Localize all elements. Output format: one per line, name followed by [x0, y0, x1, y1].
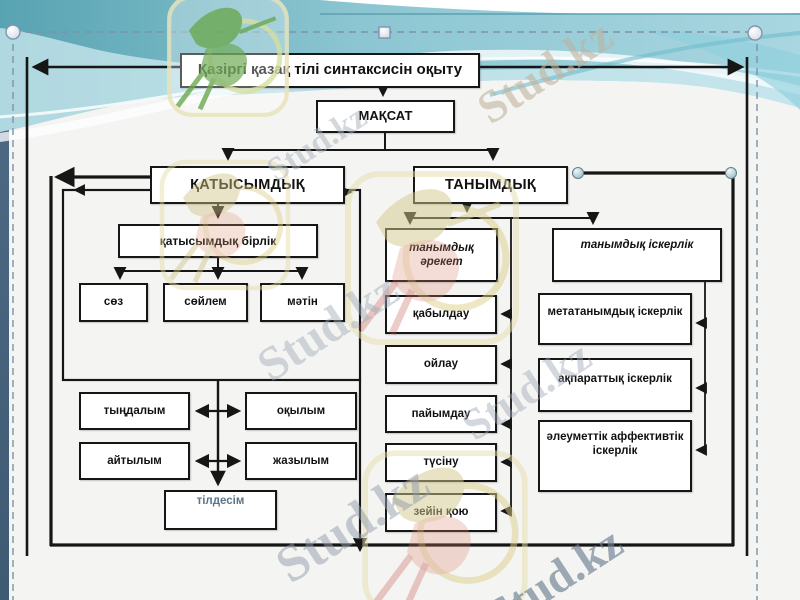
node-qatysymdyq-birlik[interactable]: қатысымдық бірлік	[118, 224, 318, 258]
studkz-watermark: Stud.kz	[478, 516, 632, 600]
node-qabyldau[interactable]: қабылдау	[385, 295, 497, 334]
node-aqparattyq-iskerlik[interactable]: ақпараттық іскерлік	[538, 358, 692, 412]
wave-corner-swoosh	[640, 30, 800, 110]
node-oqylym[interactable]: оқылым	[245, 392, 357, 430]
node-tanymdyq-iskerlik[interactable]: танымдық іскерлік	[552, 228, 722, 282]
connector-ball-left	[572, 167, 584, 179]
node-zhazylym[interactable]: жазылым	[245, 442, 357, 480]
node-title[interactable]: Қазіргі қазақ тілі синтаксисін оқыту	[180, 53, 480, 88]
node-tanymdyq[interactable]: ТАНЫМДЫҚ	[413, 166, 568, 204]
node-soilem[interactable]: сөйлем	[163, 283, 248, 322]
selection-handle-top-right[interactable]	[747, 25, 763, 41]
node-metatanymdyq-iskerlik[interactable]: метатанымдық іскерлік	[538, 293, 692, 345]
node-tusinu[interactable]: түсіну	[385, 443, 497, 482]
node-tanymdyq-areket[interactable]: танымдық әрекет	[385, 228, 498, 282]
node-katysymdyq[interactable]: ҚАТЫСЫМДЫҚ	[150, 166, 345, 204]
studkz-watermark: Stud.kz	[468, 9, 622, 134]
node-soz[interactable]: сөз	[79, 283, 148, 322]
node-maksat[interactable]: МАҚСАТ	[316, 100, 455, 133]
selection-handle-top-left[interactable]	[5, 24, 21, 40]
node-tyndalym[interactable]: тыңдалым	[79, 392, 190, 430]
node-zeiin-qoiu[interactable]: зейін қою	[385, 493, 497, 532]
node-aitylym[interactable]: айтылым	[79, 442, 190, 480]
node-paiymdau[interactable]: пайымдау	[385, 395, 497, 433]
slide-left-edge-strip	[0, 0, 9, 600]
selection-handle-top-middle[interactable]	[378, 26, 391, 39]
node-oilau[interactable]: ойлау	[385, 345, 497, 384]
node-matin[interactable]: мәтін	[260, 283, 345, 322]
wave-top-white	[320, 0, 800, 15]
connector-ball-right	[725, 167, 737, 179]
wave-cyan-line	[489, 30, 800, 97]
node-tildesim[interactable]: тілдесім	[164, 490, 277, 530]
node-aleumettik-iskerlik[interactable]: әлеуметтік аффективтік іскерлік	[538, 420, 692, 492]
